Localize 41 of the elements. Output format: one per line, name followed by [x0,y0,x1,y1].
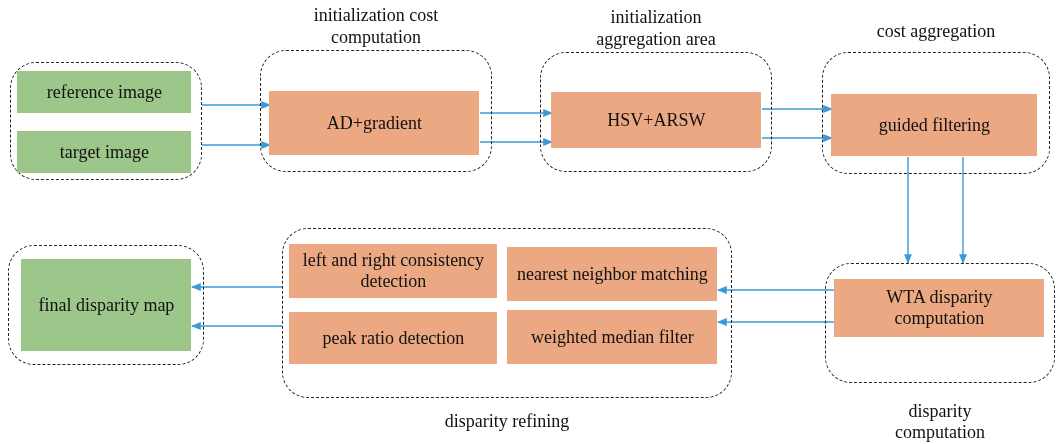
box-label: peak ratio detection [322,327,465,350]
dashed-group-box [10,62,202,180]
arrow [201,141,271,149]
arrow [191,322,283,330]
group-heading: initialization aggregation area [595,7,717,51]
arrow [201,101,271,109]
dashed-group-box [8,245,204,365]
process-box [551,92,762,149]
box-label: target image [59,141,149,164]
process-box [831,94,1038,157]
process-box [289,312,498,365]
arrow [717,286,836,294]
process-box [289,244,498,299]
box-label: guided filtering [878,114,991,137]
process-box [507,310,718,365]
process-box [21,259,192,352]
arrow [761,105,833,113]
box-label: reference image [46,81,163,104]
box-label: AD+gradient [326,112,422,135]
arrow [959,156,967,264]
process-box [17,71,192,114]
process-box [507,247,718,302]
arrow [479,138,553,146]
group-heading: cost aggregation [875,21,997,43]
group-heading: initialization cost computation [312,5,440,49]
box-label: left and right consistency detection [301,249,486,293]
box-label: HSV+ARSW [607,109,706,132]
process-box [834,279,1045,338]
box-label: nearest neighbor matching [516,263,708,286]
arrow [717,318,836,326]
arrow [479,109,553,117]
arrow [904,156,912,264]
group-heading: disparity refining [443,411,571,433]
group-heading: disparity computation [894,400,986,444]
box-label: final disparity map [38,294,175,317]
arrow [761,134,833,142]
box-label: weighted median filter [530,326,694,349]
process-box [269,91,480,156]
process-box [17,131,192,174]
arrow [191,283,283,291]
box-label: WTA disparity computation [885,286,994,330]
